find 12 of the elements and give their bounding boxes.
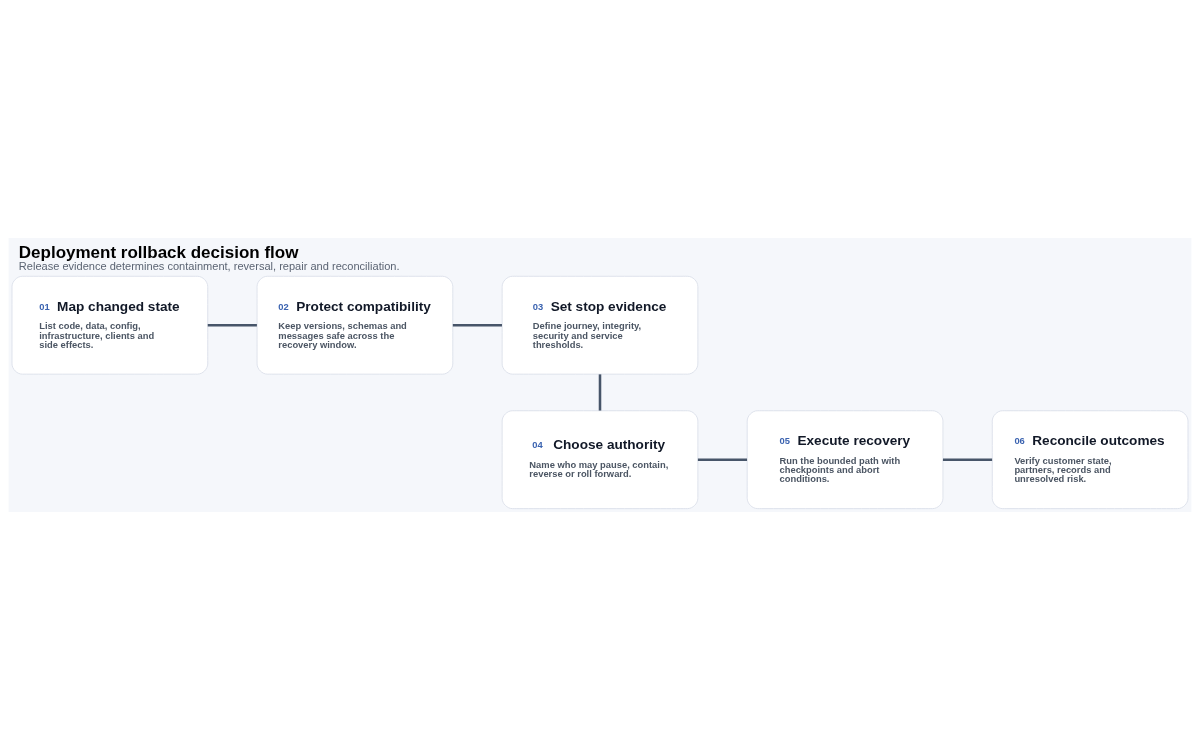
connector	[452, 323, 502, 327]
node-box: 06 Reconcile outcomes Verify customer state, partners, records and unresolved risk.	[991, 410, 1189, 510]
connector	[942, 458, 993, 461]
connector	[207, 323, 257, 327]
node-box: 03 Set stop evidence Define journey, integrity, security and service thresholds.	[501, 275, 699, 375]
node-box: 04 Choose authority Name who may pause, contain, reverse or roll forward.	[501, 410, 699, 510]
diagram-title: Deployment rollback decision flow	[18, 242, 299, 262]
connector	[598, 374, 602, 411]
connector	[697, 458, 748, 461]
node-box: 02 Protect compatibility Keep versions, schemas and messages safe across the recovery window.	[256, 275, 454, 375]
node-box: 01 Map changed state List code, data, config, infrastructure, clients and side effects.	[11, 275, 209, 375]
node-box: 05 Execute recovery Run the bounded path with checkpoints and abort conditions.	[746, 410, 944, 510]
